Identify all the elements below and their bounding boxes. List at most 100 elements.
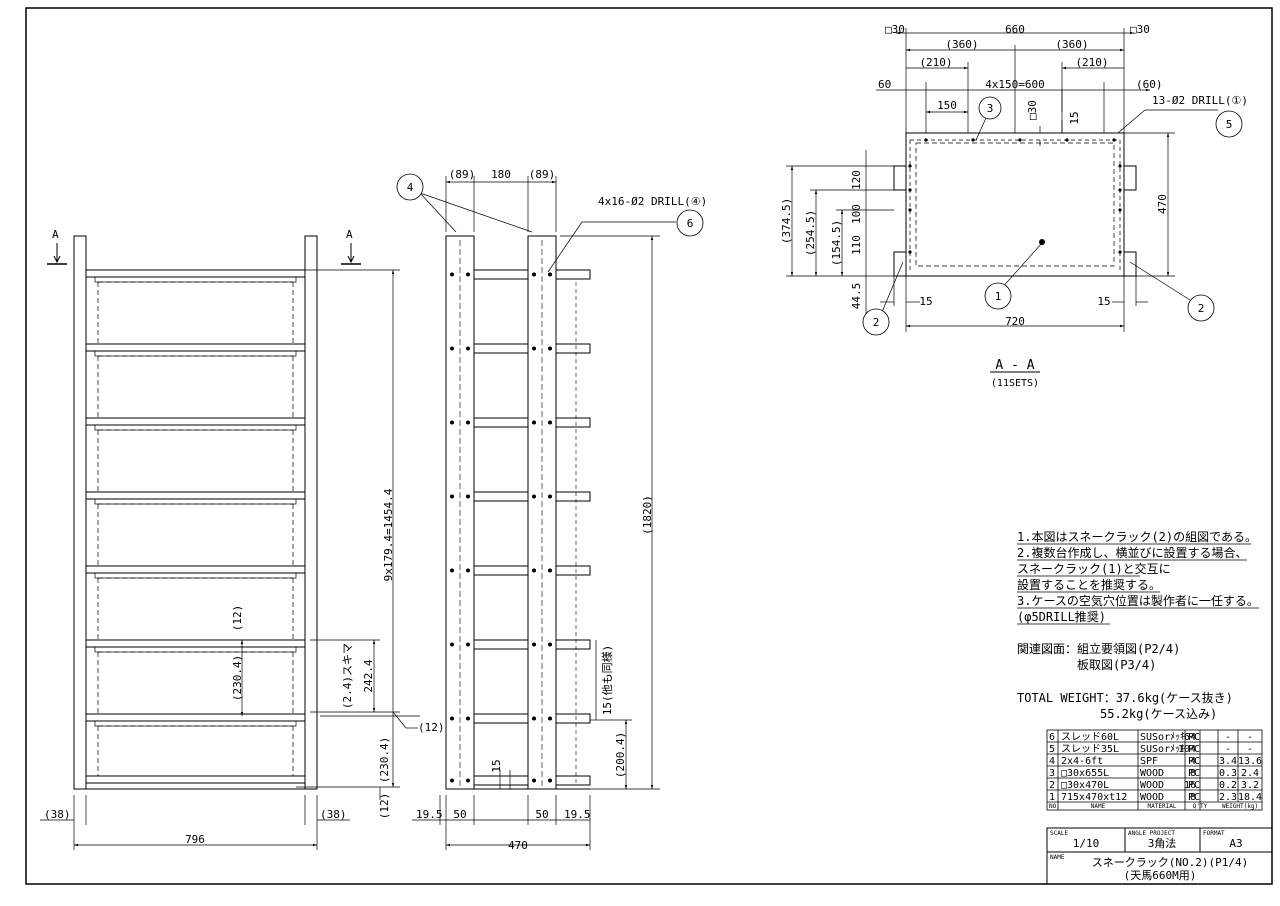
side-bottom-50b: 50 [535,808,548,821]
right-post [304,235,318,790]
notes-block: 1.本図はスネークラック(2)の組図である。 2.複数台作成し、横並びに設置する… [1017,530,1259,721]
balloon-2a-label: 2 [873,316,880,329]
drawing-name: スネークラック(NO.2)(P1/4) [1092,856,1248,869]
section-sq30a: □30 [885,23,905,36]
side-dim-200: (200.4) [614,732,627,778]
format-value: A3 [1229,837,1242,850]
height-dimension: 9x179.4=1454.4 [382,488,395,581]
side-rail [450,713,591,724]
bom-cell: PC [1188,780,1200,791]
balloon-6: 6 [676,209,704,237]
bom-cell: 3.2 [1241,780,1259,791]
related-drawings-2: 板取図(P3/4) [1077,658,1156,672]
balloon-2b-label: 2 [1198,302,1205,315]
section-dim-660: 660 [1005,23,1025,36]
drill-hole [908,164,912,168]
format-label: FORMAT [1203,830,1225,837]
balloon-5: 5 [1215,110,1243,138]
side-drill-note: 4x16-Ø2 DRILL(④) [598,195,707,208]
drill-hole [1065,138,1069,142]
note-line-2: 2.複数台作成し、横並びに設置する場合、 [1017,545,1247,560]
bom-cell: 3 [1049,768,1055,779]
bom-header-weight: WEIGHT(kg) [1222,803,1258,810]
front-shelf [85,565,306,640]
section-dim-150: 150 [937,99,957,112]
note-line-6: (φ5DRILL推奨) [1017,610,1106,624]
drill-hole [1118,250,1122,254]
section-pitch: 4x150=600 [985,78,1045,91]
bom-cell: 3.4 [1219,756,1237,767]
bom-cell: SUSorﾒｯｷ [1140,744,1185,755]
balloon-6-label: 6 [687,217,694,230]
bom-cell: SUSorﾒｯｷ [1140,732,1185,743]
balloon-3-label: 3 [987,102,994,115]
drill-hole [908,188,912,192]
drill-hole [924,138,928,142]
name-label: NAME [1050,854,1065,861]
dim-230b: (230.4) [378,737,391,783]
side-height: (1820) [641,495,654,535]
drill-hole [908,250,912,254]
bom-cell: 5 [1049,744,1055,755]
side-rail [450,269,591,280]
bom-cell: 0.2 [1219,780,1237,791]
section-mark-left: A [47,228,67,265]
side-top-89b: (89) [529,168,556,181]
bom-cell: 2 [1049,780,1055,791]
balloon-2-left: 2 [862,308,890,336]
side-top-180: 180 [491,168,511,181]
section-dim-360a: (360) [945,38,978,51]
bom-cell: 4 [1190,756,1196,767]
gap-label: (2.4)スキマ [341,643,354,709]
bom-cell: 2x4-6ft [1061,756,1103,767]
bom-cell: 8 [1190,792,1196,803]
section-dim-120: 120 [850,170,863,190]
section-drill-note: 13-Ø2 DRILL(①) [1152,94,1248,107]
bom-cell: スレッド60L [1061,732,1119,743]
balloon-4-label: 4 [407,181,414,194]
total-weight-with-case: 55.2kg(ケース込み) [1100,707,1217,721]
section-mark-right: A [341,228,361,265]
section-dim-470: 470 [1156,194,1169,214]
section-dim-720: 720 [1005,315,1025,328]
section-dim-15l: 15 [919,295,932,308]
section-dim-154: (154.5) [830,220,843,266]
bom-cell: 2.4 [1241,768,1259,779]
drawing-subname: (天馬660M用) [1124,869,1197,882]
note-line-1: 1.本図はスネークラック(2)の組図である。 [1017,530,1257,544]
section-dim-374: (374.5) [780,198,793,244]
side-rail [450,417,591,428]
section-dim-44: 44.5 [850,283,863,310]
side-rail [450,775,591,786]
bom-cell: 64 [1184,732,1196,743]
section-dim-15top: 15 [1068,111,1081,124]
balloon-2-right: 2 [1187,294,1215,322]
note-line-4: 設置することを推奨する。 [1017,577,1161,592]
balloon-4: 4 [396,173,424,201]
bom-cell: - [1225,732,1231,743]
bom-cell: 13.6 [1238,756,1262,767]
bom-cell: □30x470L [1061,780,1109,791]
side-bottom-50a: 50 [453,808,466,821]
projection-value: 3角法 [1148,836,1177,850]
front-shelves [85,269,306,784]
section-title: A - A [995,358,1034,373]
section-sq30b: □30 [1130,23,1150,36]
bom-cell: 8 [1190,768,1196,779]
front-shelf [85,639,306,714]
section-dim-60: 60 [878,78,891,91]
bom-cell: 715x470xt12 [1061,792,1127,803]
bom-cell: スレッド35L [1061,744,1119,755]
side-dimensions [412,176,676,850]
scale-value: 1/10 [1073,837,1100,850]
section-dimensions [786,28,1218,332]
front-shelf-bottom [85,775,306,784]
section-dim-15r: 15 [1097,295,1110,308]
bom-header-qty: Q'TY [1193,803,1208,810]
front-shelf [85,417,306,492]
left-post [73,235,87,790]
